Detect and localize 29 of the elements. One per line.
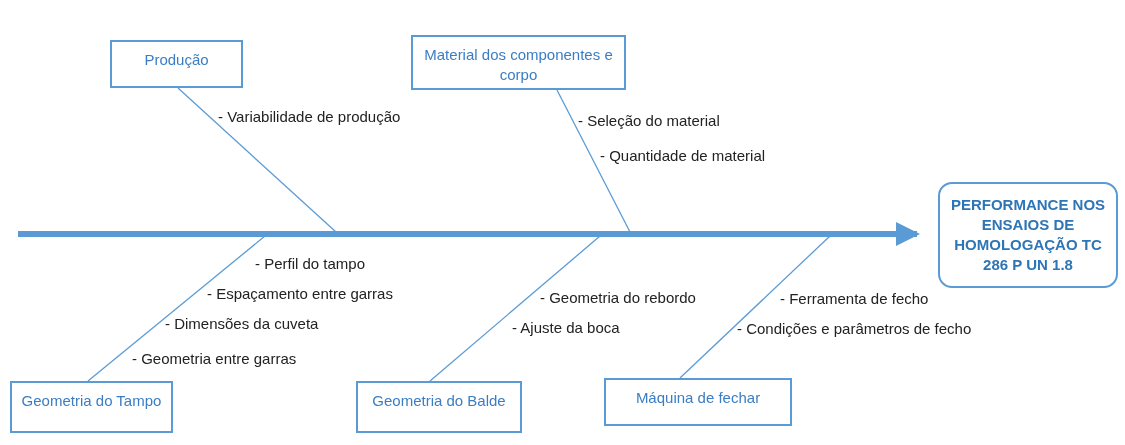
cause-text: - Variabilidade de produção [218,108,401,125]
cause-text: - Espaçamento entre garras [207,285,393,302]
branch-line [556,89,631,233]
node-label: Máquina de fechar [635,388,761,408]
branch-line [679,235,831,379]
cause-text: - Geometria do rebordo [540,289,696,306]
category-box [10,381,173,433]
node-label: Produção [144,50,209,70]
cause-text: - Ajuste da boca [512,319,620,336]
cause-text: - Seleção do material [578,112,720,129]
branch-line [429,235,601,382]
node-label: PERFORMANCE NOS ENSAIOS DE HOMOLOGAÇÃO TC 286 P UN 1.8 [949,194,1107,276]
effect-box [938,182,1118,288]
cause-text: - Ferramenta de fecho [780,290,929,307]
cause-text: - Quantidade de material [600,147,766,164]
category-box [356,381,522,433]
cause-text: - Dimensões da cuveta [165,315,319,332]
branch-line [177,87,337,233]
cause-text: - Geometria entre garras [132,350,297,367]
node-label: Material dos componentes e corpo [423,45,614,86]
node-label: Geometria do Tampo [21,391,162,411]
branch-line [87,235,266,382]
node-label: Geometria do Balde [372,391,506,411]
category-box [604,378,792,426]
cause-text: - Perfil do tampo [255,255,366,272]
category-box [110,40,243,88]
cause-text: - Condições e parâmetros de fecho [737,320,972,337]
spine-arrow [18,222,920,246]
category-box [411,35,626,90]
